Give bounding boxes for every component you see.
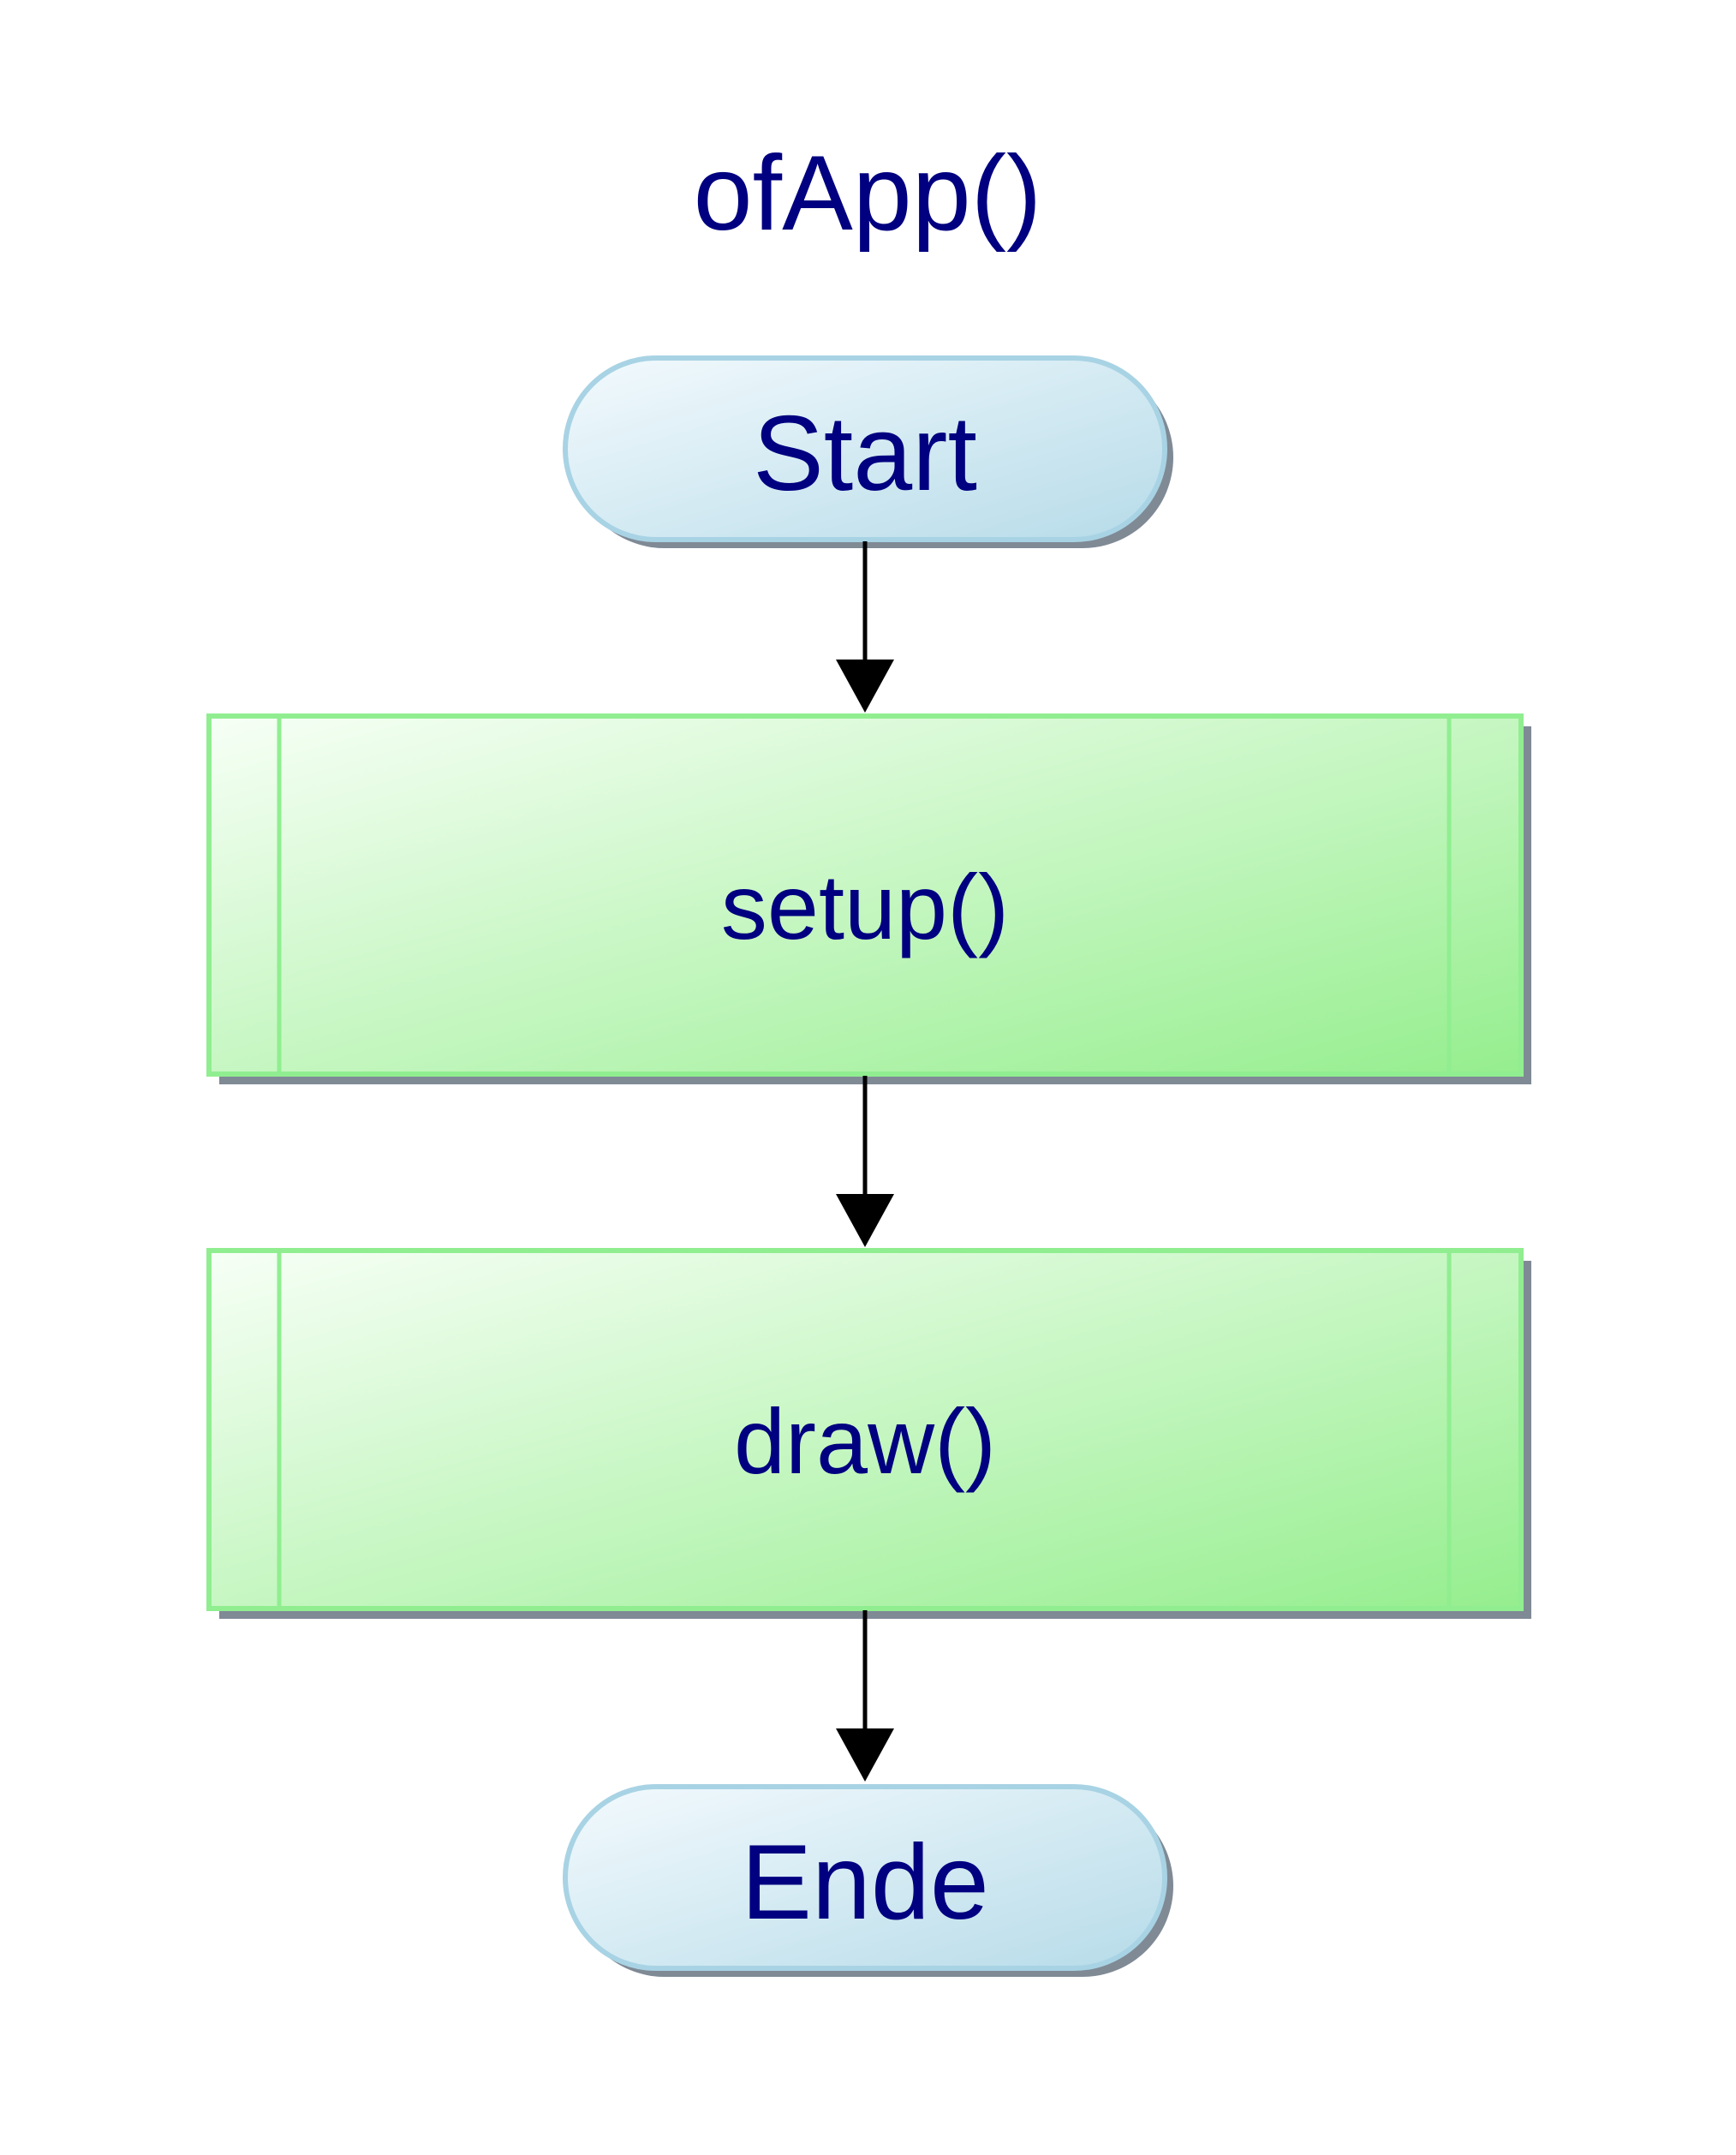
start-label: Start xyxy=(753,395,977,513)
flow-arrow-setup-to-draw xyxy=(836,1076,894,1247)
diagram-title: ofApp() xyxy=(694,134,1042,253)
setup-process-box: setup() xyxy=(206,713,1531,1084)
flow-arrow-draw-to-end xyxy=(836,1610,894,1782)
flow-arrow-start-to-setup xyxy=(836,541,894,713)
end-terminator: Ende xyxy=(563,1784,1173,1977)
setup-label: setup() xyxy=(721,855,1009,958)
end-label: Ende xyxy=(741,1824,989,1942)
draw-label: draw() xyxy=(734,1389,996,1493)
start-terminator: Start xyxy=(563,355,1173,548)
draw-process-box: draw() xyxy=(206,1248,1531,1619)
